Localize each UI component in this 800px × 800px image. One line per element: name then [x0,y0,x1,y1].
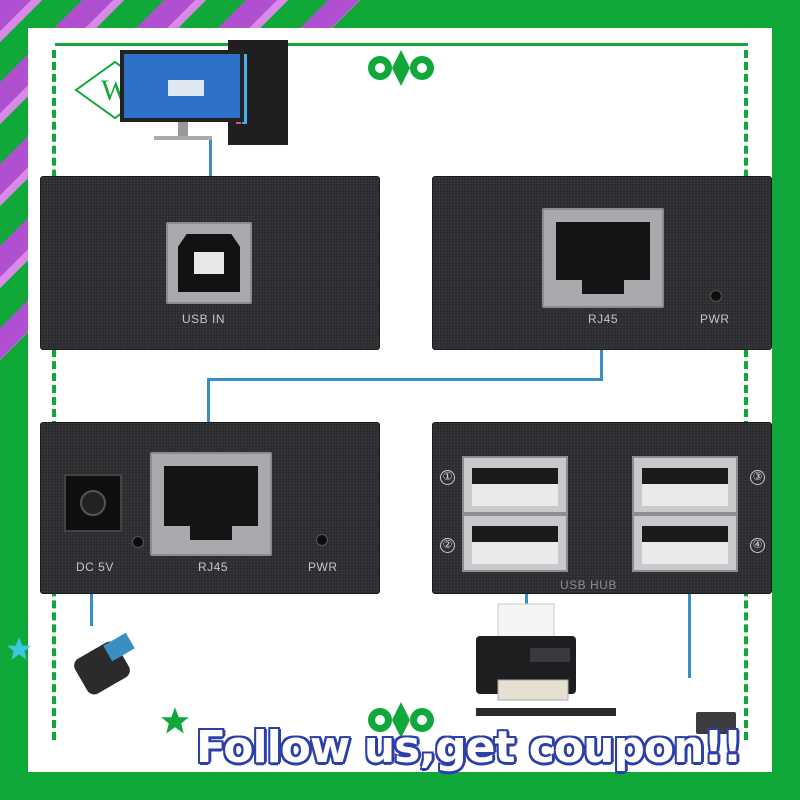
computer-icon [120,40,288,145]
port-number-4: ④ [750,538,765,553]
port-number-3: ③ [750,470,765,485]
power-cable [90,578,93,626]
port-number-2: ② [440,538,455,553]
star-icon [7,637,31,660]
usb-in-label: USB IN [182,312,226,326]
star-icon-2 [161,707,189,734]
usb-b-port [166,222,252,304]
top-rule [55,43,748,46]
printer-icon [476,603,616,716]
usb-port-1 [462,456,568,514]
rj45-label-receiver: RJ45 [198,560,229,574]
rj45-port-sender [542,208,664,308]
receiver-rj45-side: DC 5V RJ45 PWR [40,422,380,594]
dc-label: DC 5V [76,560,114,574]
hub-cable [688,578,691,678]
coupon-banner: Follow us,get coupon!! [196,722,743,773]
pwr-led-receiver [316,534,328,546]
sender-rj45-side: RJ45 PWR [432,176,772,350]
device-corner [696,712,736,734]
rj45-port-receiver [150,452,272,556]
usb-port-2 [462,514,568,572]
inner-canvas [28,28,772,772]
ornament-bottom-icon [368,702,434,738]
sender-usb-side: USB IN [40,176,380,350]
usb-dongle-icon [74,632,135,695]
pwr-label-sender: PWR [700,312,730,326]
ornament-top-icon [368,50,434,86]
pwr-led-sender [710,290,722,302]
cat-cable-up [600,330,603,380]
port-number-1: ① [440,470,455,485]
usb-port-3 [632,456,738,514]
receiver-usb-hub-side: ① ② ③ ④ USB HUB [432,422,772,594]
left-dashed-border [52,50,56,740]
dc-jack [64,474,122,532]
right-dashed-border [744,50,748,740]
usb-hub-label: USB HUB [560,578,617,592]
rj45-label-sender: RJ45 [588,312,619,326]
printer-cable [525,578,528,626]
pwr-label-receiver: PWR [308,560,338,574]
cat-cable-horizontal [207,378,603,381]
usb-port-4 [632,514,738,572]
cat-cable-down [207,378,210,442]
dc-led [132,536,144,548]
